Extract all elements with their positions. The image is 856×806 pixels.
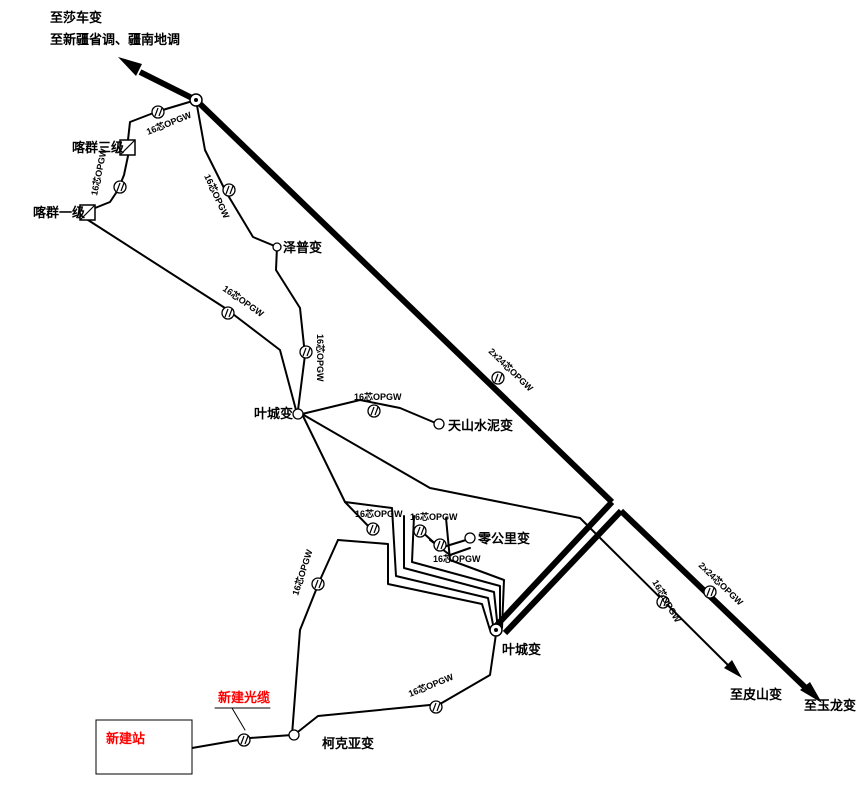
thin-lines <box>87 99 742 749</box>
joint-icon <box>311 577 325 591</box>
station-nodes <box>79 93 503 775</box>
zepu-label: 泽普变 <box>283 240 322 256</box>
line-kekeya-yecheng <box>293 633 497 736</box>
cable-label-9: 16芯OPGW <box>433 553 481 564</box>
tianshan-label: 天山水泥变 <box>448 418 513 434</box>
trunk-line-upper <box>193 97 615 505</box>
dest-provincial-label: 至新疆省调、疆南地调 <box>50 32 180 48</box>
kekeya-node[interactable] <box>288 729 300 741</box>
joint-icon <box>429 700 443 714</box>
joint-icon <box>237 733 251 747</box>
yecheng-top-node[interactable] <box>292 408 304 420</box>
cable-label-8: 16芯OPGW <box>410 511 458 522</box>
yecheng-top-label: 叶城变 <box>254 406 293 422</box>
trunk-line-upper-branch <box>493 499 615 629</box>
hub-node-top-dot <box>194 98 198 102</box>
cable-label-11: 16芯OPGW <box>650 578 684 625</box>
joint-icon <box>491 371 505 385</box>
kashi3-label: 喀群三级 <box>72 140 125 156</box>
dest-shache-label: 至莎车变 <box>50 10 102 26</box>
new-cable-leader <box>231 707 246 731</box>
trunk-line-lower <box>618 508 813 695</box>
cable-label-12: 16芯OPGW <box>407 671 456 699</box>
tianshan-node[interactable] <box>433 418 445 430</box>
kashi3-node-diag <box>119 139 136 156</box>
new-station-label: 新建站 <box>106 731 145 747</box>
joint-icon <box>151 105 165 119</box>
trunk-lines <box>118 57 822 703</box>
kashi1-label: 喀群一级 <box>33 205 86 221</box>
bundle-line-4 <box>411 515 501 629</box>
cable-labels: 16芯OPGW 16芯OPGW 16芯OPGW 16芯OPGW 16芯OPGW … <box>88 109 746 699</box>
yecheng-main-node-dot <box>494 628 498 632</box>
bundle-line-5 <box>445 517 505 629</box>
joint-icon <box>703 585 717 599</box>
line-kashi1-yecheng <box>87 219 297 411</box>
joint-icon <box>113 180 127 194</box>
line-bundle-kekeya <box>291 539 339 736</box>
cable-label-5: 16芯OPGW <box>315 334 326 382</box>
bundle-line-2 <box>337 539 491 631</box>
kashi1-node-diag <box>79 204 96 221</box>
dest-yulong-label: 至玉龙变 <box>804 698 856 714</box>
joint-icon <box>299 345 313 359</box>
trunk-line-lower-branch <box>502 508 624 636</box>
linggongli-label: 零公里变 <box>477 531 530 547</box>
zepu-node[interactable] <box>272 242 282 252</box>
line-to-shache <box>138 69 198 103</box>
line-zepu-yecheng <box>275 246 306 411</box>
line-yecheng-pishan <box>301 413 736 673</box>
joint-icon <box>222 183 236 197</box>
cable-label-10: 16芯OPGW <box>289 548 314 597</box>
joint-icon <box>221 306 235 320</box>
cable-joints <box>113 105 717 747</box>
line-yecheng-tianshan <box>301 399 439 425</box>
bundle-line-3 <box>403 515 499 631</box>
new-station-box[interactable] <box>95 719 193 775</box>
line-hub-kashi3 <box>127 99 197 141</box>
dest-pishan-label: 至皮山变 <box>730 687 782 703</box>
bundle-line-1 <box>344 501 495 631</box>
linggongli-node[interactable] <box>464 532 476 544</box>
joint-icon <box>367 404 381 418</box>
arrow-to-pishan <box>724 660 742 678</box>
joint-icon <box>413 524 427 538</box>
arrow-to-shache <box>118 57 142 76</box>
cable-label-6: 16芯OPGW <box>354 391 402 402</box>
arrow-to-yulong <box>800 682 822 703</box>
cable-label-7: 16芯OPGW <box>355 508 403 519</box>
joint-icon <box>656 595 670 609</box>
new-cable-label: 新建光缆 <box>218 690 270 706</box>
joint-icon <box>366 522 380 536</box>
yecheng-main-label: 叶城变 <box>502 642 541 658</box>
trunk-label-2: 2x24芯OPGW <box>697 560 746 608</box>
kekeya-label: 柯克亚变 <box>322 736 374 752</box>
labels: 至莎车变 至新疆省调、疆南地调 喀群三级 喀群一级 泽普变 叶城变 天山水泥变 … <box>33 10 856 752</box>
joint-icon <box>433 538 447 552</box>
